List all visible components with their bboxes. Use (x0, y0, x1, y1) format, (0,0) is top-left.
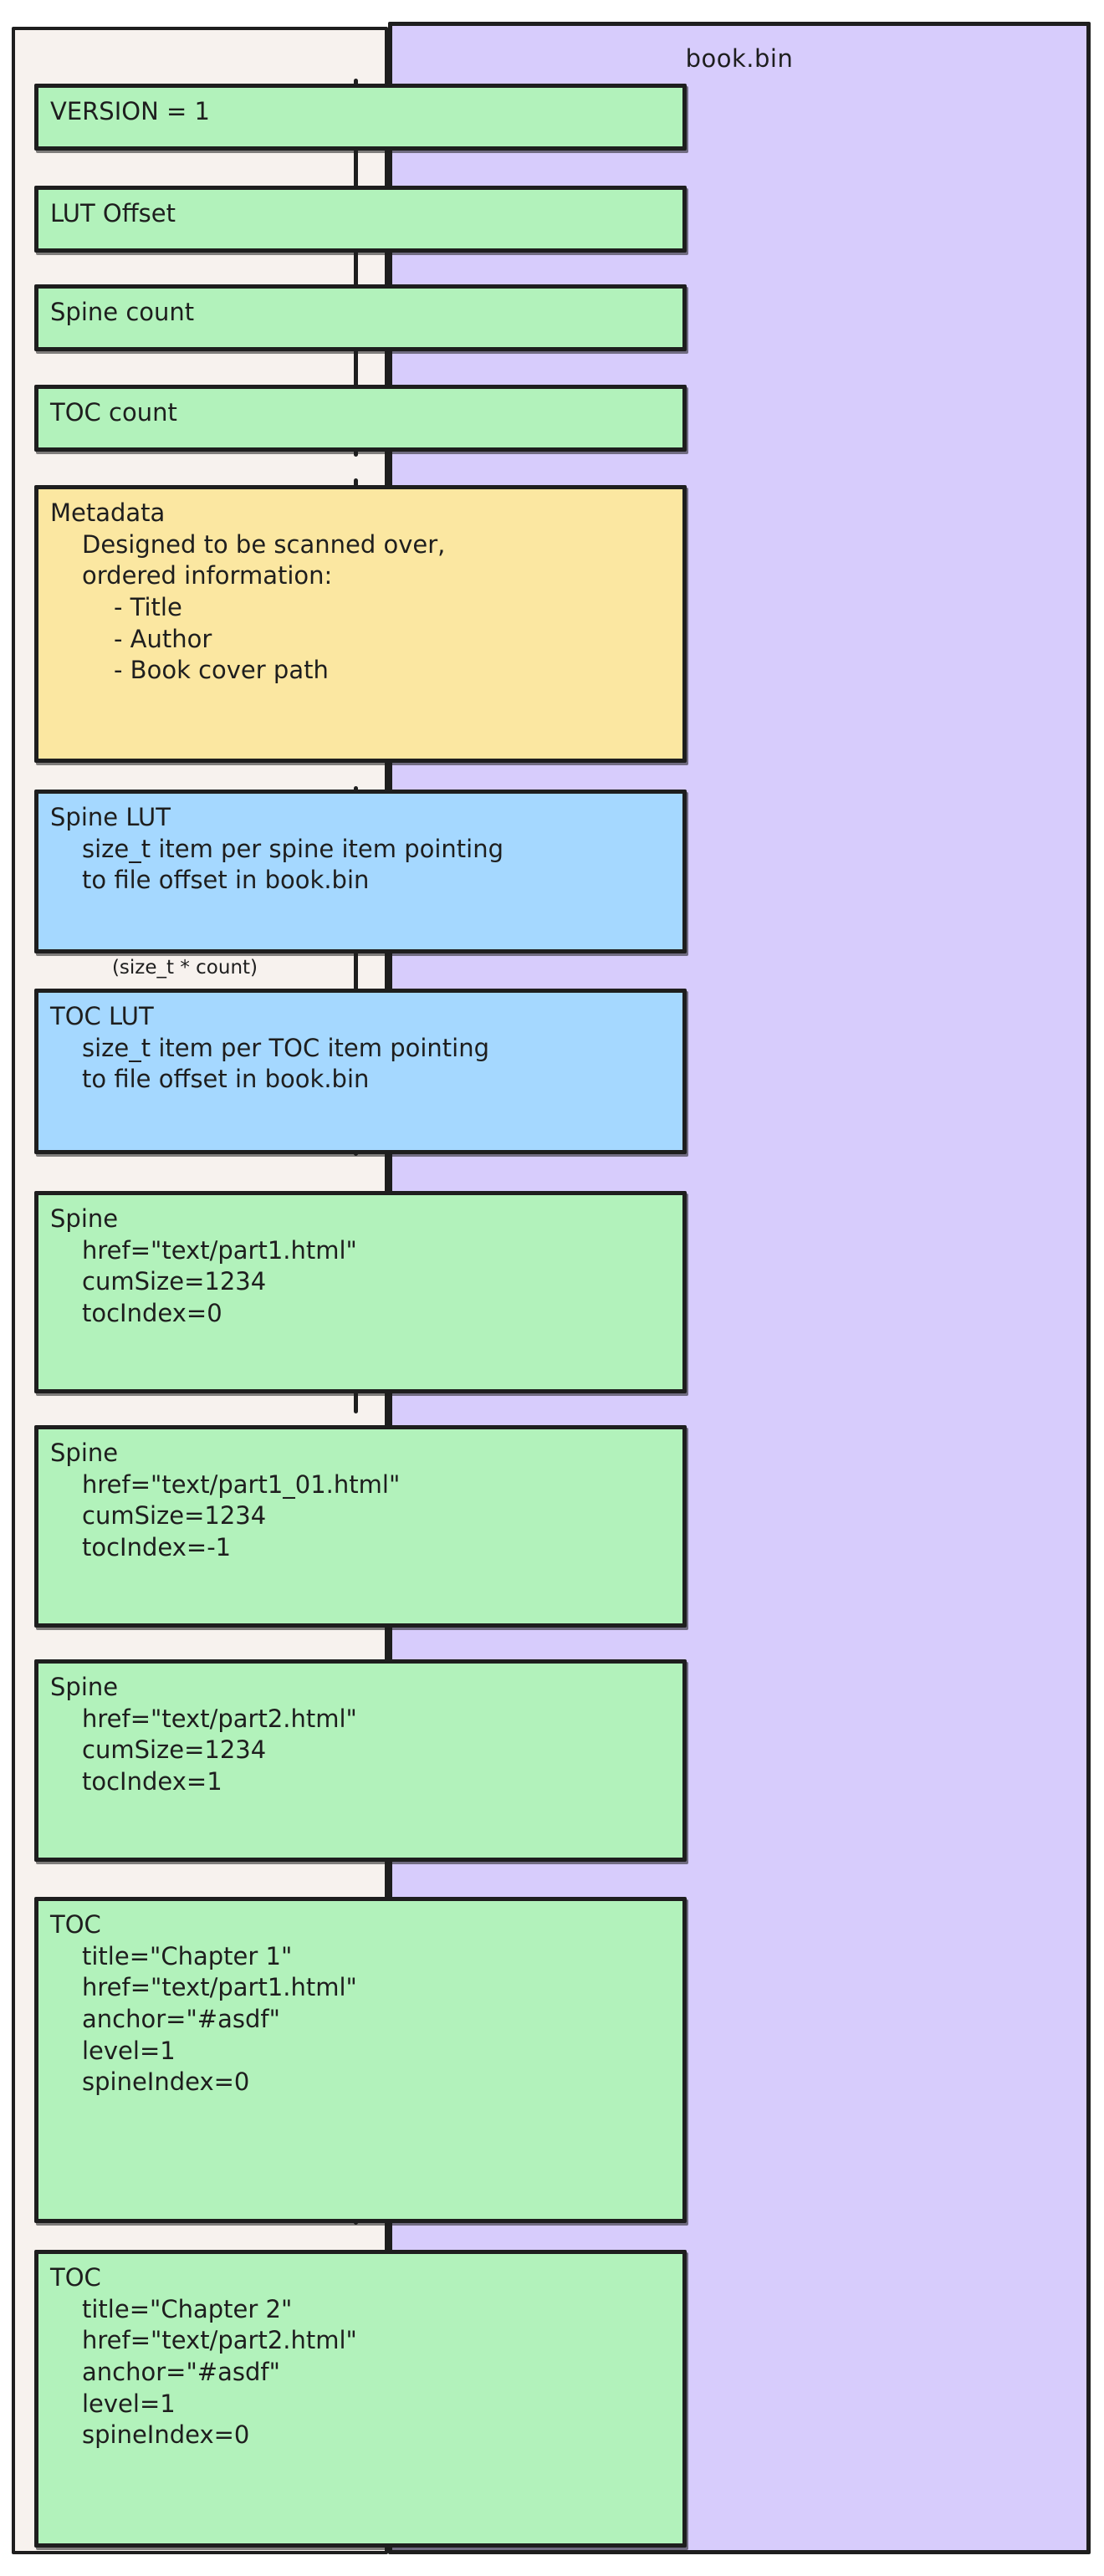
section-line: to file offset in book.bin (82, 866, 370, 895)
section-lut-offset: LUT Offset (34, 186, 687, 253)
section-line: href="text/part1.html" (82, 1973, 357, 2002)
section-line: Spine count (50, 298, 195, 326)
section-spine-lut: Spine LUT size_t item per spine item poin… (34, 790, 687, 953)
section-line: TOC LUT (50, 1002, 154, 1030)
section-line: - Book cover path (114, 656, 329, 685)
section-line: anchor="#asdf" (82, 2005, 280, 2034)
section-line: title="Chapter 2" (82, 2294, 293, 2323)
section-line: cumSize=1234 (82, 1267, 267, 1296)
section-line: href="text/part2.html" (82, 1704, 357, 1733)
section-toc-lut: TOC LUT size_t item per TOC item pointing… (34, 989, 687, 1154)
section-line: tocIndex=1 (82, 1767, 222, 1797)
bracket-luts (354, 786, 358, 1156)
section-line: Designed to be scanned over, (82, 529, 446, 559)
section-line: TOC count (50, 398, 177, 427)
section-line: Spine (50, 1204, 119, 1233)
section-line: cumSize=1234 (82, 1501, 267, 1531)
section-line: ordered information: (82, 561, 333, 590)
section-line: TOC (50, 1910, 101, 1939)
section-line: Spine LUT (50, 803, 171, 831)
section-line: size_t item per TOC item pointing (82, 1033, 489, 1062)
section-line: spineIndex=0 (82, 2067, 250, 2097)
section-line: level=1 (82, 2036, 176, 2065)
section-line: href="text/part2.html" (82, 2326, 357, 2355)
section-line: tocIndex=-1 (82, 1533, 232, 1562)
section-line: title="Chapter 1" (82, 1941, 293, 1970)
section-line: TOC (50, 2263, 101, 2292)
section-line: size_t item per spine item pointing (82, 834, 504, 863)
section-line: Spine (50, 1673, 119, 1701)
section-line: anchor="#asdf" (82, 2358, 280, 2387)
section-line: to file offset in book.bin (82, 1065, 370, 1094)
section-line: spineIndex=0 (82, 2420, 250, 2450)
section-line: level=1 (82, 2389, 176, 2418)
section-line: - Author (114, 624, 212, 653)
bracket-fixed-size (354, 79, 358, 457)
section-line: VERSION = 1 (50, 97, 210, 125)
section-line: LUT Offset (50, 199, 176, 227)
section-toc-count: TOC count (34, 385, 687, 452)
section-line: href="text/part1.html" (82, 1235, 357, 1265)
section-line: tocIndex=0 (82, 1299, 222, 1328)
section-version: VERSION = 1 (34, 84, 687, 151)
section-line: Spine (50, 1439, 119, 1467)
section-line: href="text/part1_01.html" (82, 1469, 401, 1499)
section-line: Metadata (50, 498, 166, 527)
section-line: cumSize=1234 (82, 1735, 267, 1765)
section-line: - Title (114, 593, 182, 622)
section-spine-count: Spine count (34, 284, 687, 351)
file-title: book.bin (685, 44, 794, 73)
